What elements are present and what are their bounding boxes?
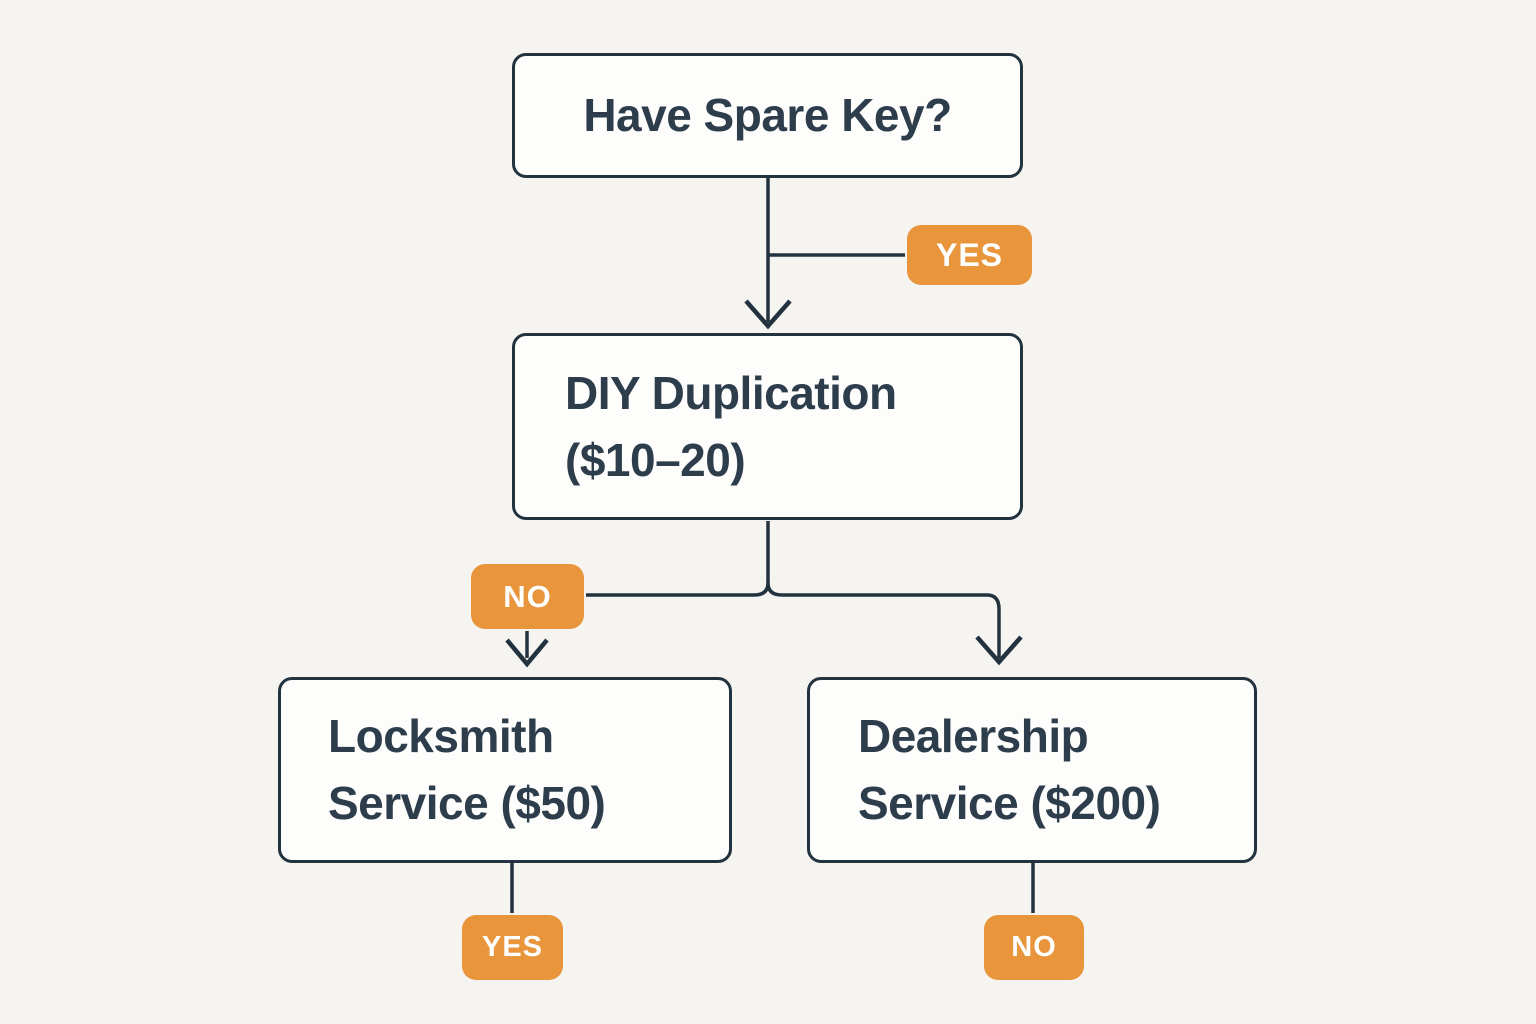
node-dealership-service-line2: Service ($200) — [858, 777, 1161, 829]
edge-label-no-left-text: NO — [503, 578, 552, 614]
arrowhead-to-locksmith — [505, 638, 549, 668]
node-diy-duplication: DIY Duplication ($10–20) — [512, 333, 1023, 520]
node-have-spare-key: Have Spare Key? — [512, 53, 1023, 178]
edge-label-no-left: NO — [471, 564, 584, 629]
edge-label-yes-top-text: YES — [935, 236, 1004, 273]
edge-label-yes-bottom-text: YES — [481, 931, 544, 963]
arrowhead-decision-to-diy — [744, 299, 792, 330]
edge-label-yes-top: YES — [907, 225, 1032, 285]
node-dealership-service-line1: Dealership — [858, 710, 1089, 763]
node-diy-duplication-line1: DIY Duplication — [565, 366, 897, 419]
node-diy-duplication-line2: ($10–20) — [565, 433, 746, 486]
node-locksmith-service: Locksmith Service ($50) — [278, 677, 732, 863]
edge-label-no-bottom: NO — [984, 915, 1084, 980]
node-locksmith-service-line2: Service ($50) — [328, 777, 606, 829]
edge-diy-split-left — [586, 521, 770, 597]
node-dealership-service: Dealership Service ($200) — [807, 677, 1257, 863]
arrowhead-to-dealership — [975, 635, 1023, 666]
edge-label-yes-bottom: YES — [462, 915, 563, 980]
edge-label-no-bottom-text: NO — [1011, 931, 1057, 963]
node-have-spare-key-label: Have Spare Key? — [583, 89, 952, 142]
edge-diy-split-right — [766, 582, 1001, 658]
node-locksmith-service-line1: Locksmith — [328, 710, 554, 763]
